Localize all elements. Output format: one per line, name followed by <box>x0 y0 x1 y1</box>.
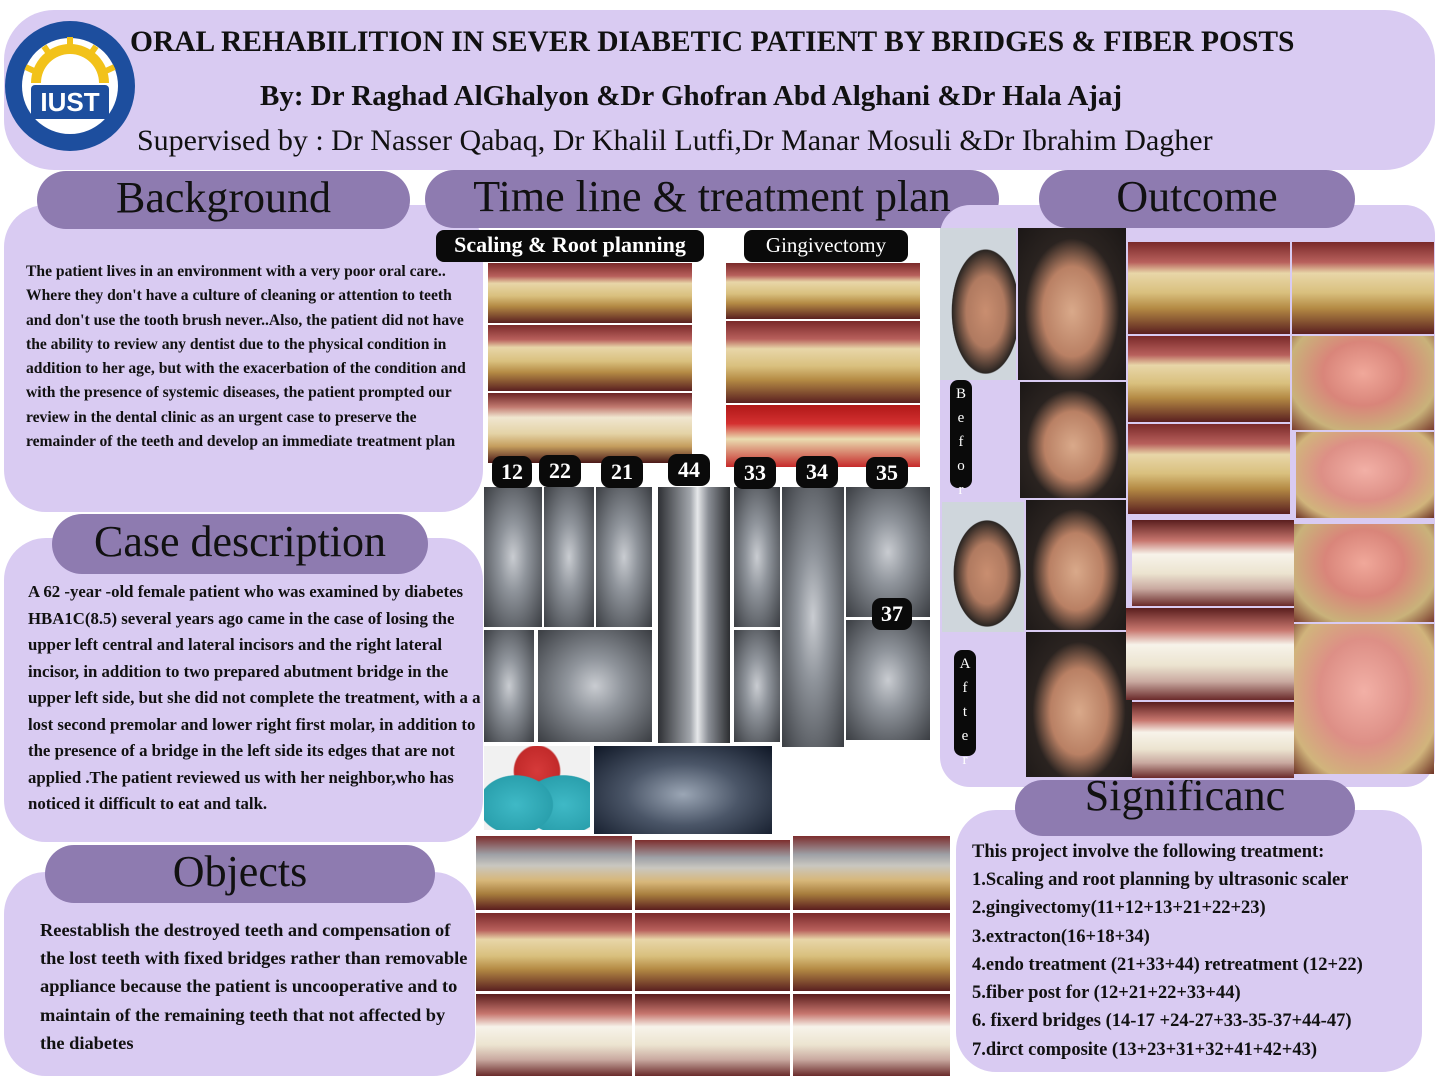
outcome-photo-5 <box>1128 424 1290 514</box>
significance-item: 4.endo treatment (21+33+44) retreatment … <box>972 954 1363 975</box>
xray-33 <box>734 487 780 627</box>
significance-item: 5.fiber post for (12+21+22+33+44) <box>972 983 1241 1004</box>
iust-logo: IUST <box>3 19 137 153</box>
before-letter: f <box>958 434 964 450</box>
after-profile-photo <box>942 502 1024 632</box>
outcome-heading: Outcome <box>1039 170 1355 228</box>
tooth-number-33: 33 <box>734 457 776 489</box>
tooth-number-21: 21 <box>601 456 643 488</box>
background-panel <box>4 205 483 512</box>
outcome-photo-4 <box>1292 336 1434 430</box>
xray-12 <box>484 487 542 627</box>
logo-text: IUST <box>40 87 100 117</box>
authors-line: By: Dr Raghad AlGhalyon &Dr Ghofran Abd … <box>260 80 1123 112</box>
after-smile-photo <box>1026 632 1132 777</box>
clinical-photo-5 <box>635 913 790 991</box>
clinical-photo-2 <box>635 840 790 910</box>
xray-22 <box>544 487 594 627</box>
case-heading: Case description <box>52 514 428 574</box>
xray-33-post <box>734 630 780 742</box>
clinical-photo-3 <box>793 836 950 910</box>
header-panel <box>4 10 1435 170</box>
significance-panel <box>956 810 1422 1072</box>
before-front-photo <box>1018 228 1126 380</box>
tooth-number-34: 34 <box>796 456 838 488</box>
scaling-label: Scaling & Root planning <box>436 230 704 262</box>
xray-44 <box>658 487 730 743</box>
objects-heading: Objects <box>45 845 435 903</box>
scaling-photo-1 <box>488 263 692 323</box>
after-label: A f t e r <box>954 650 976 768</box>
before-letter: r <box>958 482 964 498</box>
significance-list: 1.Scaling and root planning by ultrasoni… <box>972 866 1422 1064</box>
xray-35 <box>846 487 930 617</box>
significance-item: 1.Scaling and root planning by ultrasoni… <box>972 870 1349 890</box>
background-text: The patient lives in an environment with… <box>26 263 466 451</box>
before-letter: e <box>957 410 965 426</box>
clinical-photo-4 <box>476 913 632 991</box>
gingivectomy-label: Gingivectomy <box>744 230 908 262</box>
before-label: B e f o r <box>950 380 972 498</box>
gingivectomy-photo-2 <box>726 321 920 403</box>
xray-34 <box>782 487 844 747</box>
clinical-photo-1 <box>476 836 632 910</box>
before-smile-photo <box>1020 382 1126 498</box>
objects-text: Reestablish the destroyed teeth and comp… <box>40 920 468 1053</box>
after-letter: r <box>962 752 968 768</box>
poster-title: ORAL REHABILITION IN SEVER DIABETIC PATI… <box>130 26 1295 58</box>
supervisors-line: Supervised by : Dr Nasser Qabaq, Dr Khal… <box>137 124 1213 157</box>
objects-panel <box>4 872 475 1076</box>
tooth-number-22: 22 <box>539 455 581 487</box>
scaling-photo-2 <box>488 325 692 391</box>
before-letter: B <box>955 386 966 402</box>
significance-intro: This project involve the following treat… <box>972 842 1325 862</box>
tooth-number-12: 12 <box>492 456 532 488</box>
significance-item: 7.dirct composite (13+23+31+32+41+42+43) <box>972 1039 1317 1060</box>
outcome-photo-10 <box>1294 624 1434 774</box>
scaling-photo-3 <box>488 393 692 463</box>
significance-item: 2.gingivectomy(11+12+13+21+22+23) <box>972 898 1266 919</box>
before-letter: o <box>957 458 965 474</box>
outcome-photo-9 <box>1126 608 1294 700</box>
after-letter: f <box>962 680 968 696</box>
outcome-photo-11 <box>1132 702 1294 778</box>
clinical-photo-6 <box>793 913 950 991</box>
after-letter: e <box>961 728 969 744</box>
gingivectomy-photo-1 <box>726 263 920 319</box>
outcome-photo-2 <box>1292 242 1434 334</box>
outcome-photo-6 <box>1296 432 1434 518</box>
clinical-photo-9 <box>793 994 950 1076</box>
significance-heading: Significanc <box>1015 780 1355 836</box>
xray-21 <box>596 487 652 627</box>
xray-21-post <box>538 630 652 742</box>
panoramic-xray <box>594 746 772 834</box>
tooth-number-37: 37 <box>872 598 912 630</box>
tooth-number-35: 35 <box>866 457 908 489</box>
background-heading: Background <box>37 171 410 229</box>
outcome-photo-1 <box>1128 242 1290 334</box>
before-profile-photo <box>940 228 1016 380</box>
xray-12-post <box>484 630 534 742</box>
after-front-photo <box>1026 500 1126 630</box>
xray-37 <box>846 620 930 740</box>
clinical-photo-7 <box>476 994 632 1076</box>
impression-tray-photo <box>484 746 590 830</box>
outcome-photo-3 <box>1128 336 1290 422</box>
timeline-heading: Time line & treatment plan <box>425 170 999 228</box>
case-panel <box>4 538 483 842</box>
case-text: A 62 -year -old female patient who was e… <box>28 582 481 813</box>
outcome-photo-8 <box>1294 524 1434 622</box>
significance-item: 6. fixerd bridges (14-17 +24-27+33-35-37… <box>972 1011 1352 1032</box>
clinical-photo-8 <box>635 994 790 1076</box>
after-letter: A <box>959 656 971 672</box>
outcome-photo-7 <box>1132 520 1294 606</box>
tooth-number-44: 44 <box>668 454 710 486</box>
after-letter: t <box>962 704 968 720</box>
significance-item: 3.extracton(16+18+34) <box>972 926 1150 947</box>
